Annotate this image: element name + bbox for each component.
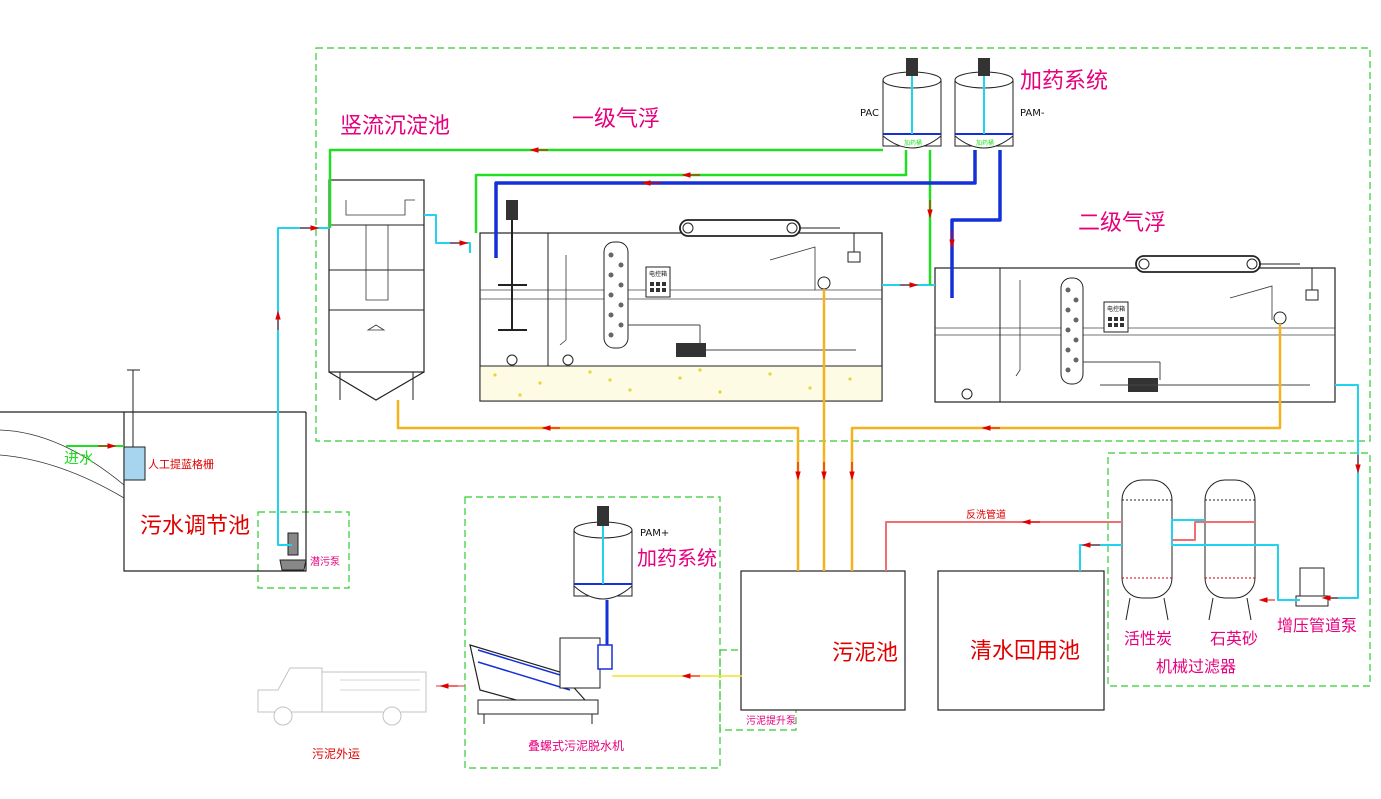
system-frames xyxy=(257,47,1371,769)
label-secondary-float: 二级气浮 xyxy=(1078,211,1166,236)
label-sludge-pump: 污泥提升泵 xyxy=(746,714,796,727)
flow-arrows xyxy=(98,147,1361,689)
label-quartz: 石英砂 xyxy=(1210,629,1258,648)
dewatering-frame xyxy=(464,496,721,769)
label-sludge-tank: 污泥池 xyxy=(832,641,898,666)
lamella-pack-icon xyxy=(603,241,629,349)
label-sludge-out: 污泥外运 xyxy=(312,747,360,761)
secondary-flotation-tank xyxy=(934,255,1336,403)
skimmer-icon xyxy=(679,219,801,237)
main-treatment-frame xyxy=(315,47,1371,442)
pipe-water-lift xyxy=(277,227,329,546)
sludge-truck-icon xyxy=(257,667,427,726)
primary-flotation-tank xyxy=(479,200,883,402)
label-equalization: 污水调节池 xyxy=(140,514,250,539)
equalization-tank xyxy=(0,369,307,572)
label-backwash: 反洗管道 xyxy=(966,508,1006,521)
screw-press-machine xyxy=(469,637,613,724)
label-screw-press: 叠螺式污泥脱水机 xyxy=(528,738,624,753)
reuse-tank xyxy=(937,570,1105,711)
label-pam-minus: PAM- xyxy=(1020,108,1045,119)
pipe-backwash xyxy=(885,521,1255,571)
diagram-labels: 竖流沉淀池 一级气浮 二级气浮 加药系统 PAC PAM- 加药桶 加药桶 电控… xyxy=(64,69,1357,761)
pipe-water-to-filter xyxy=(1328,384,1359,599)
label-booster: 增压管道泵 xyxy=(1277,616,1357,635)
sewage-pump-frame xyxy=(257,511,350,589)
label-sewage-pump: 潜污泵 xyxy=(310,555,340,568)
bar-screen-icon xyxy=(123,446,146,481)
label-dosing-top: 加药系统 xyxy=(1020,69,1108,94)
dosing-tank-bottom xyxy=(573,506,633,600)
pipe-pam-dosing-primary xyxy=(494,150,977,258)
pipe-sludge-settler xyxy=(396,400,800,571)
label-pam-plus: PAM+ xyxy=(640,528,669,539)
label-vertical-settler: 竖流沉淀池 xyxy=(340,114,450,139)
dosing-tanks-top xyxy=(882,58,1014,149)
pipe-pam-dosing-secondary xyxy=(950,150,1002,298)
label-reuse-tank: 清水回用池 xyxy=(970,639,1080,664)
label-bar-screen: 人工提蓝格栅 xyxy=(148,457,214,471)
label-tank-tag-b: 加药桶 xyxy=(976,139,994,147)
label-pac: PAC xyxy=(860,108,879,119)
label-carbon: 活性炭 xyxy=(1124,629,1172,648)
sludge-tank xyxy=(740,570,906,711)
pipe-pac-dosing xyxy=(328,148,883,228)
label-tank-tag-a: 加药桶 xyxy=(904,139,922,147)
booster-pump-icon xyxy=(1295,567,1329,607)
filter-frame xyxy=(1107,452,1371,687)
label-dosing-bottom: 加药系统 xyxy=(637,546,717,570)
sewage-pump-icon xyxy=(279,532,307,571)
label-inlet: 进水 xyxy=(64,449,94,467)
pipe-water-filter-link xyxy=(1171,519,1300,601)
label-panel-b: 电控箱 xyxy=(1107,305,1125,313)
label-panel-a: 电控箱 xyxy=(649,270,667,278)
pipe-water-settler-out xyxy=(424,214,471,253)
label-filter: 机械过滤器 xyxy=(1156,657,1236,676)
filter-vessels xyxy=(1121,479,1256,621)
pipe-sludge-secondary xyxy=(850,324,1282,571)
label-primary-float: 一级气浮 xyxy=(572,107,660,132)
vertical-settler xyxy=(328,179,425,401)
pipe-water-reuse xyxy=(1079,544,1122,571)
